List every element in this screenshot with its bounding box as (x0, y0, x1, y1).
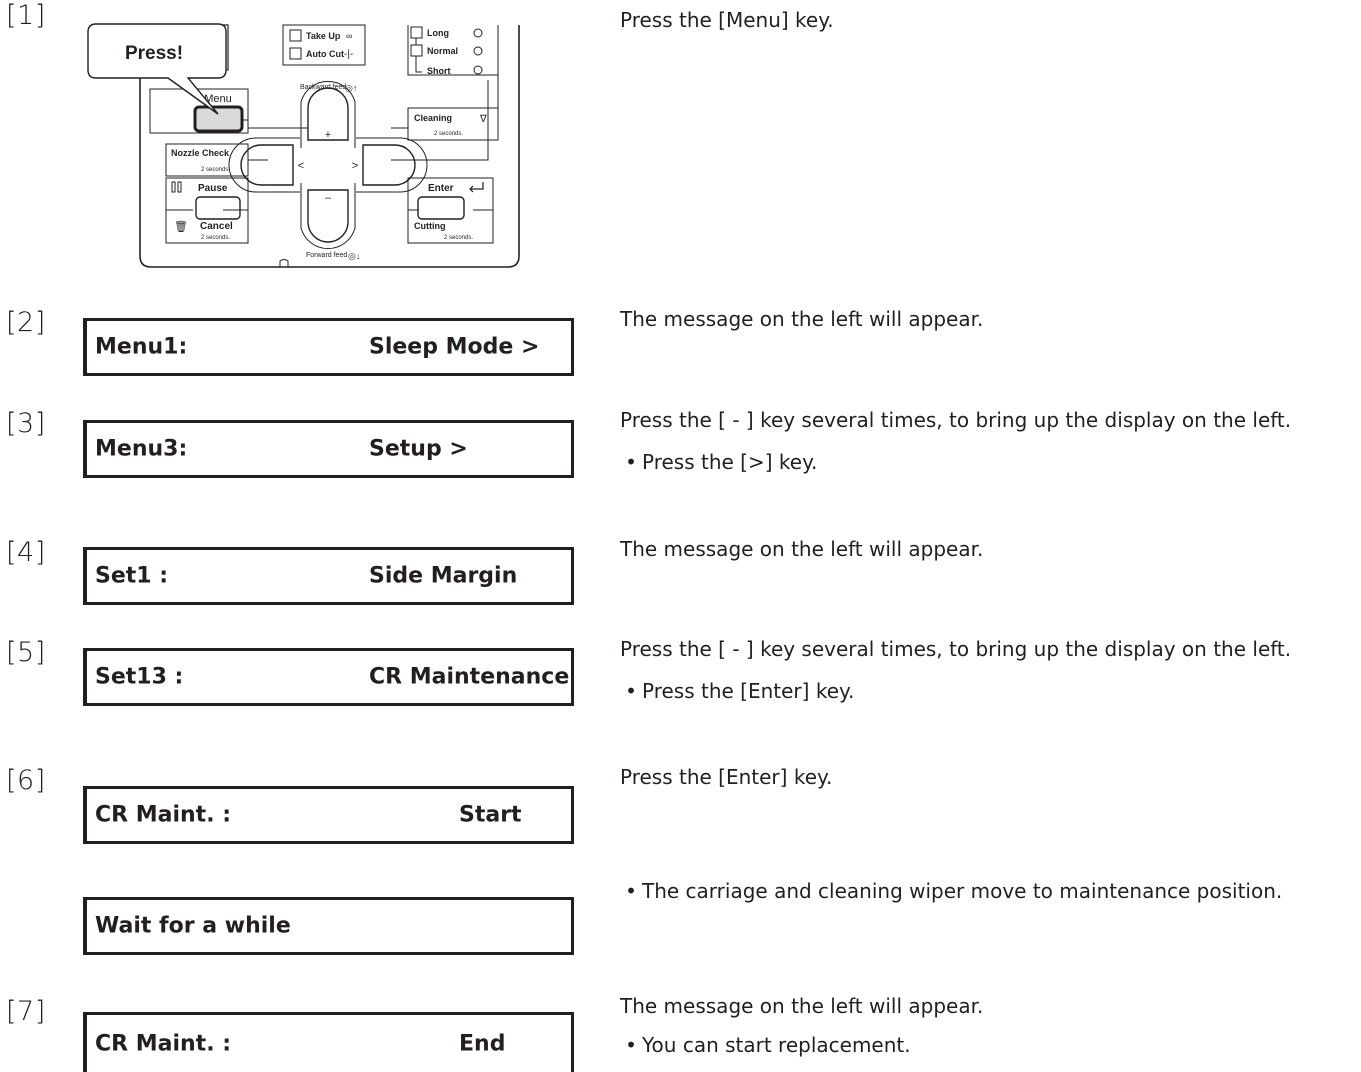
nozzle-seconds-label: 2 seconds. (201, 167, 230, 173)
cutting-seconds-label: 2 seconds. (444, 235, 473, 241)
step-number: [2] (6, 307, 46, 338)
operation-panel-illustration: Menu Take Up ∞ Auto Cut ‐|‐ Long Normal … (78, 20, 523, 270)
forward-feed-label: Forward feed (306, 252, 347, 259)
lcd-left-text: Set13 : (95, 664, 184, 690)
long-icon (473, 28, 483, 38)
step-description: The message on the left will appear. (620, 994, 984, 1018)
minus-key[interactable] (307, 189, 349, 243)
nozzle-check-label: Nozzle Check (171, 148, 230, 158)
cut-icon: ‐|‐ (344, 49, 353, 60)
take-up-icon: ∞ (346, 31, 352, 41)
plus-key-label: + (325, 129, 331, 141)
lcd-display: Menu3: Setup > (83, 420, 574, 478)
enter-arrow-icon (469, 182, 484, 193)
lcd-display: Set13 : CR Maintenance (83, 648, 574, 706)
step-number: [6] (6, 765, 46, 796)
lcd-right-text: Setup > (369, 436, 468, 462)
long-label: Long (427, 28, 449, 38)
step-bullet: Press the [>] key. (620, 450, 817, 474)
lcd-right-text: CR Maintenance (369, 664, 570, 690)
lcd-left-text: Menu3: (95, 436, 188, 462)
lcd-display: Set1 : Side Margin (83, 547, 574, 605)
menu-label: Menu (204, 93, 232, 105)
auto-cut-label: Auto Cut (306, 49, 344, 59)
step-number: [4] (6, 537, 46, 568)
short-icon (473, 65, 483, 75)
pause-label: Pause (198, 183, 228, 194)
lcd-right-text: Sleep Mode > (369, 334, 540, 360)
step-description: The message on the left will appear. (620, 307, 984, 331)
lcd-left-text: CR Maint. : (95, 1031, 232, 1057)
forward-feed-icon: ◎↓ (348, 251, 360, 261)
menu-button[interactable] (193, 105, 244, 133)
step-bullet: Press the [Enter] key. (620, 679, 854, 703)
pause-cancel-button[interactable] (195, 196, 241, 220)
step-description: Press the [Menu] key. (620, 8, 834, 32)
left-key-label: < (298, 160, 304, 172)
cleaning-seconds-label: 2 seconds. (434, 131, 463, 137)
take-up-label: Take Up (306, 31, 341, 41)
cleaning-icon: ∇ (479, 114, 487, 125)
step-number: [7] (6, 996, 46, 1027)
step-bullet: The carriage and cleaning wiper move to … (620, 879, 1282, 903)
right-key-label: > (352, 160, 358, 172)
step-number: [3] (6, 408, 46, 439)
step-number: [1] (6, 0, 46, 31)
press-callout (87, 23, 227, 115)
normal-icon (473, 46, 483, 56)
lcd-right-text: Side Margin (369, 563, 518, 589)
left-key[interactable] (240, 144, 294, 186)
right-key[interactable] (362, 144, 416, 186)
short-label: Short (427, 66, 451, 76)
backward-feed-icon: ◎↑ (345, 83, 357, 93)
lcd-left-text: Wait for a while (95, 913, 291, 939)
lcd-display: Wait for a while (83, 897, 574, 955)
cleaning-label: Cleaning (414, 113, 452, 123)
lcd-display: CR Maint. : End (83, 1012, 574, 1072)
minus-key-label: – (325, 192, 332, 204)
step-bullet: You can start replacement. (620, 1033, 911, 1057)
press-callout-text: Press! (125, 43, 183, 64)
enter-label: Enter (428, 183, 454, 194)
step-description: Press the [Enter] key. (620, 765, 833, 789)
backward-feed-label: Backward feed (300, 84, 346, 91)
enter-cutting-button[interactable] (417, 196, 465, 220)
step-description: Press the [ - ] key several times, to br… (620, 408, 1292, 432)
plus-key[interactable] (307, 87, 349, 141)
lcd-right-text: End (459, 1031, 506, 1057)
cutting-label: Cutting (414, 221, 446, 231)
normal-label: Normal (427, 46, 458, 56)
step-description: Press the [ - ] key several times, to br… (620, 637, 1292, 661)
lcd-display: Menu1: Sleep Mode > (83, 318, 574, 376)
lcd-left-text: CR Maint. : (95, 802, 232, 828)
lcd-right-text: Start (459, 802, 522, 828)
trash-icon: 🗑 (174, 220, 188, 233)
step-number: [5] (6, 637, 46, 668)
cancel-label: Cancel (200, 221, 233, 232)
step-description: The message on the left will appear. (620, 537, 984, 561)
cancel-seconds-label: 2 seconds. (201, 235, 230, 241)
lcd-display: CR Maint. : Start (83, 786, 574, 844)
lcd-left-text: Menu1: (95, 334, 188, 360)
lcd-left-text: Set1 : (95, 563, 169, 589)
